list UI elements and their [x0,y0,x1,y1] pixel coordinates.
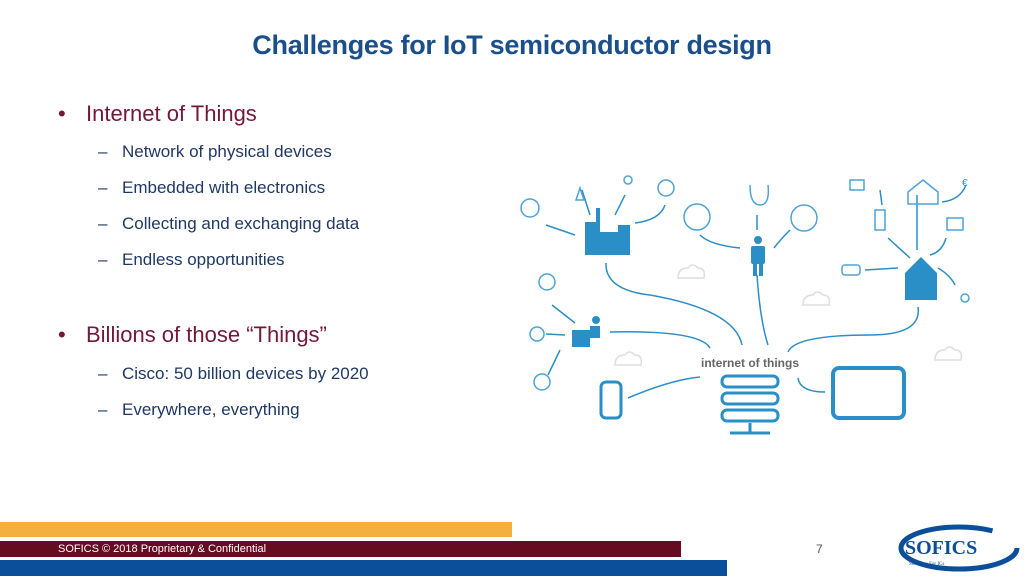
sub-bullet-text: Everywhere, everything [122,400,300,419]
footer-bar-blue [0,560,727,576]
sub-bullet-text: Endless opportunities [122,250,285,269]
recycle-icon [520,198,540,218]
cart-icon [849,179,865,191]
family-icon [623,175,633,185]
chat-icon [683,203,711,231]
antenna-icon [574,185,586,201]
tablet-icon [831,366,906,420]
slide-title: Challenges for IoT semiconductor design [252,30,772,60]
center-label: internet of things [701,356,799,370]
sub-bullet-text: Collecting and exchanging data [122,214,360,233]
lightbulb-icon [538,273,556,291]
bullet-internet-of-things: •Internet of Things [58,101,257,126]
car-icon [841,264,861,276]
person-icon [751,236,765,276]
sub-bullet: –Embedded with electronics [98,178,326,197]
footer-bar-orange [0,522,512,537]
small-icons: € [520,175,970,391]
cloud-icons [614,264,963,366]
euro-icon: € [962,178,968,189]
sofics-logo: SOFICS Solutions For ICs [898,524,1020,572]
at-icon [529,326,545,342]
sub-bullet: –Endless opportunities [98,250,285,269]
svg-text:SOFICS: SOFICS [905,537,977,559]
phone-icon [599,380,623,420]
bullet-billions-of-things: •Billions of those “Things” [58,322,327,347]
tv-icon [946,217,964,231]
health-icon [790,204,818,232]
icons [572,208,937,435]
sub-bullet-text: Cisco: 50 billion devices by 2020 [122,364,369,383]
sub-bullet-text: Embedded with electronics [122,178,326,197]
music-icon [960,293,970,303]
sub-bullet: –Cisco: 50 billion devices by 2020 [98,364,369,383]
gear-icon [657,179,675,197]
page-number: 7 [816,542,823,556]
svg-text:Solutions For ICs: Solutions For ICs [909,562,944,567]
sub-bullet: –Collecting and exchanging data [98,214,360,233]
sub-bullet-text: Network of physical devices [122,142,332,161]
fridge-icon [874,209,886,231]
bullet-label: Billions of those “Things” [86,322,327,347]
stethoscope-icon [749,184,770,206]
sub-bullet: –Network of physical devices [98,142,332,161]
iot-diagram: € internet of things [520,175,970,435]
sub-bullet: –Everywhere, everything [98,400,300,419]
home-power-icon [907,179,939,205]
house-icon [905,257,937,300]
footer-text: SOFICS © 2018 Proprietary & Confidential [58,543,267,555]
server-icon [720,374,780,435]
city-icon [585,208,630,255]
globe-icon [533,373,551,391]
bullet-label: Internet of Things [86,101,257,126]
footer-bar-maroon [0,541,681,557]
worker-desk-icon [572,316,600,347]
connection-lines [545,184,967,399]
